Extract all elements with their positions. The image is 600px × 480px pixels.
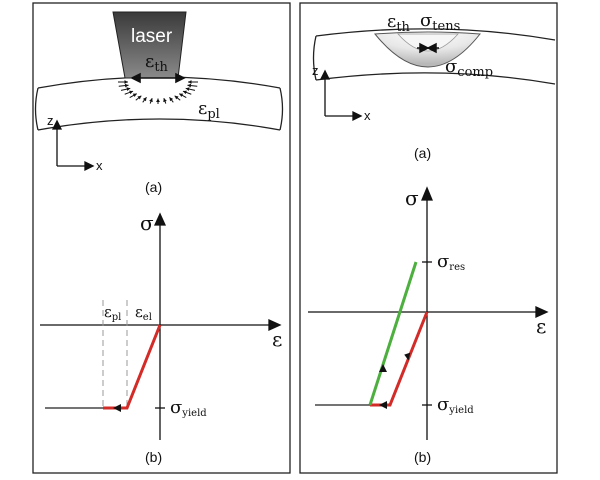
label-eps-el: εel xyxy=(135,303,152,323)
right-caption-a: (a) xyxy=(414,145,431,161)
plastic-arrow-head xyxy=(174,95,179,100)
inner-zone xyxy=(397,33,459,52)
plastic-arrow-head xyxy=(187,83,192,88)
plastic-arrow-head xyxy=(182,90,187,95)
plastic-arrow-head xyxy=(124,83,129,88)
right-unloading-path xyxy=(368,261,418,406)
plastic-arrow-head xyxy=(188,80,192,84)
left-plate xyxy=(34,76,284,131)
right-path-arrow-bottom xyxy=(379,401,387,409)
right-stress-tensile-label: σtens xyxy=(420,10,460,34)
left-axis-x-label: x xyxy=(96,158,103,173)
left-strain-thermal-label: εth xyxy=(145,51,169,75)
plastic-arrow-head xyxy=(137,95,142,100)
laser-label: laser xyxy=(131,26,173,47)
right-path-arrow-green xyxy=(379,364,387,372)
left-strain-plastic-label: εpl xyxy=(198,98,220,122)
plastic-arrow-head xyxy=(179,93,184,98)
plastic-arrow-head xyxy=(129,90,134,95)
thermal-expansion-arrow xyxy=(130,72,186,84)
right-panel-border xyxy=(299,2,558,474)
left-dashed-guides xyxy=(102,300,128,408)
plastic-arrow-head xyxy=(169,97,174,102)
plastic-arrow-head xyxy=(142,97,147,102)
plastic-arrow-head xyxy=(124,80,128,84)
left-sigma-axis-label: σ xyxy=(140,211,154,235)
left-sigma-yield-label: σyield xyxy=(170,397,207,419)
tension-arrows xyxy=(417,42,439,54)
plastic-zone-arrows xyxy=(118,80,198,104)
right-epsilon-axis-label: ε xyxy=(536,314,546,338)
left-path-arrow xyxy=(113,404,121,412)
right-plate xyxy=(312,28,556,85)
right-axis-x-label: x xyxy=(364,108,371,123)
plastic-arrow-head xyxy=(156,98,160,103)
left-axis-z-label: z xyxy=(47,113,54,128)
right-stress-compressive-label: σcomp xyxy=(445,56,493,80)
plastic-arrow-head xyxy=(126,87,131,91)
right-sigma-axis-label: σ xyxy=(405,186,419,210)
left-epsilon-axis-label: ε xyxy=(272,327,282,351)
plastic-arrow-head xyxy=(185,87,190,91)
left-stress-strain-axes xyxy=(40,212,282,440)
plastic-arrow-head xyxy=(149,98,153,103)
left-caption-b: (b) xyxy=(145,449,162,465)
left-panel-border xyxy=(32,2,291,474)
left-coordinate-axes xyxy=(51,119,95,172)
right-stress-strain-axes xyxy=(308,186,549,440)
right-caption-b: (b) xyxy=(414,449,431,465)
plastic-arrow-head xyxy=(163,98,167,103)
plastic-arrow-head xyxy=(132,93,137,98)
right-sigma-yield-label: σyield xyxy=(437,394,474,416)
left-caption-a: (a) xyxy=(145,179,162,195)
label-eps-pl: εpl xyxy=(104,303,121,323)
right-loading-path xyxy=(370,311,429,407)
right-strain-thermal-label: εth xyxy=(387,11,411,35)
right-path-arrow-red xyxy=(404,352,411,361)
left-loading-path xyxy=(103,324,162,410)
right-axis-z-label: z xyxy=(312,63,319,78)
right-coordinate-axes xyxy=(319,69,363,122)
right-sigma-res-label: σres xyxy=(437,251,465,273)
